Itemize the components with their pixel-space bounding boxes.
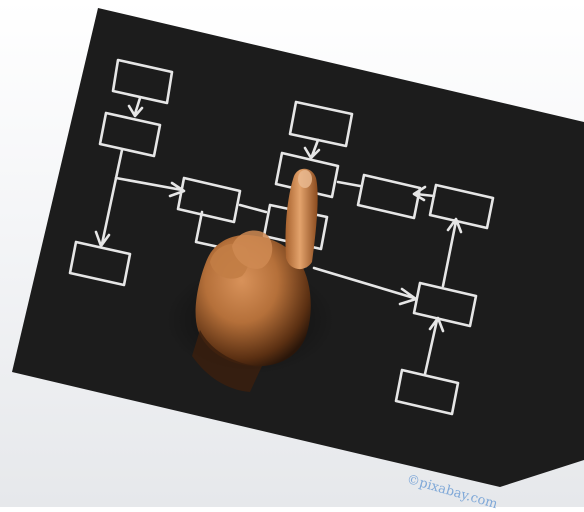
photo [0,0,584,507]
